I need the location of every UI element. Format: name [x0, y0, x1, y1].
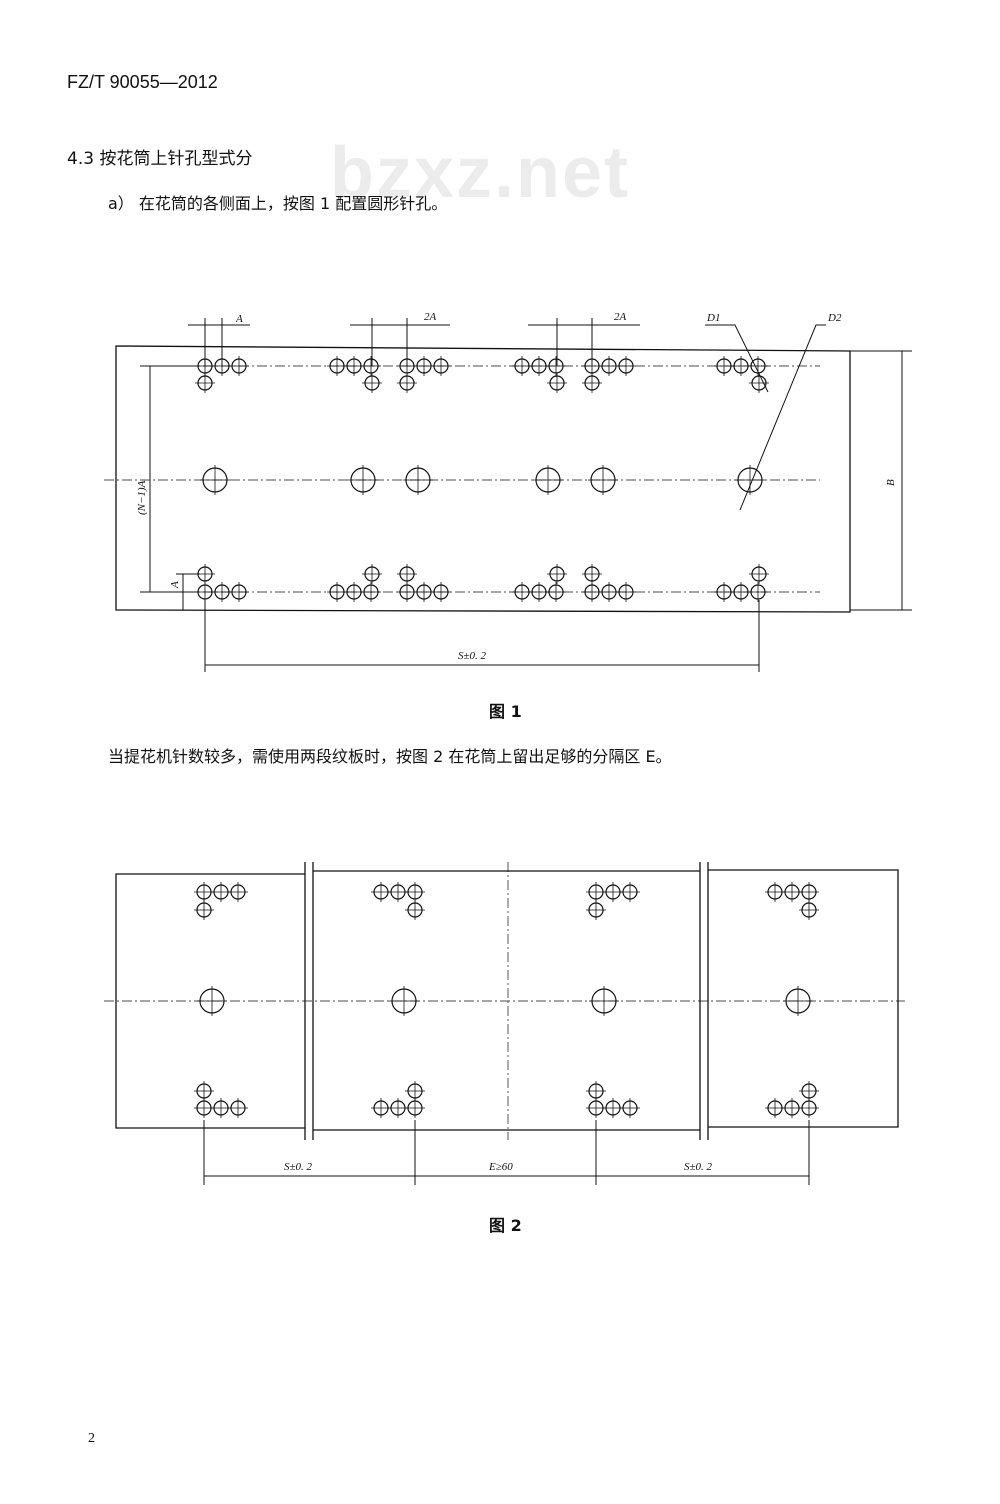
label-s-right: S±0. 2	[684, 1161, 713, 1173]
label-b: B	[885, 479, 897, 486]
small-pin-hole	[213, 1100, 229, 1116]
small-pin-hole	[784, 1100, 800, 1116]
small-pin-hole	[801, 902, 817, 918]
small-pin-hole	[373, 1100, 389, 1116]
list-item-a: a） 在花筒的各侧面上，按图 1 配置圆形针孔。	[108, 194, 448, 213]
small-pin-hole	[196, 1083, 212, 1099]
small-pin-hole	[801, 1100, 817, 1116]
label-d1: D1	[706, 312, 720, 324]
small-pin-hole	[767, 884, 783, 900]
small-pin-hole	[801, 1083, 817, 1099]
page-number: 2	[88, 1431, 95, 1446]
small-pin-hole	[801, 884, 817, 900]
small-pin-hole	[196, 902, 212, 918]
label-s-left: S±0. 2	[284, 1161, 313, 1173]
small-pin-hole	[605, 1100, 621, 1116]
drum-panel-outline	[115, 345, 851, 613]
small-pin-hole	[373, 884, 389, 900]
label-a-left: A	[169, 581, 181, 589]
small-pin-hole	[784, 884, 800, 900]
small-pin-hole	[407, 902, 423, 918]
small-pin-hole	[213, 884, 229, 900]
figure-1-caption: 图 1	[489, 702, 522, 721]
small-pin-hole	[390, 884, 406, 900]
small-pin-hole	[407, 1083, 423, 1099]
small-pin-hole	[767, 1100, 783, 1116]
figure-1-drawing: A 2A 2A D1 D2 (N−1)A B A S±0. 2	[104, 311, 912, 672]
small-pin-hole	[230, 884, 246, 900]
label-d2: D2	[827, 312, 842, 324]
large-pin-hole	[391, 988, 417, 1014]
figure-2-caption: 图 2	[489, 1216, 522, 1235]
small-pin-hole	[196, 884, 212, 900]
large-pin-hole	[591, 988, 617, 1014]
small-pin-hole	[622, 884, 638, 900]
label-2a-2: 2A	[614, 311, 627, 323]
small-pin-hole	[390, 1100, 406, 1116]
small-pin-hole	[588, 902, 604, 918]
small-pin-hole	[196, 1100, 212, 1116]
label-e: E≥60	[488, 1161, 513, 1173]
small-pin-hole	[605, 884, 621, 900]
small-pin-hole	[588, 1100, 604, 1116]
small-pin-hole	[230, 1100, 246, 1116]
section-title: 4.3 按花筒上针孔型式分	[67, 149, 253, 169]
standard-code: FZ/T 90055—2012	[67, 72, 218, 92]
small-pin-hole	[588, 1083, 604, 1099]
watermark: bzxz.net	[330, 133, 631, 213]
label-a-top: A	[235, 313, 243, 325]
small-pin-hole	[588, 884, 604, 900]
large-pin-hole	[199, 988, 225, 1014]
small-pin-hole	[407, 1100, 423, 1116]
label-2a-1: 2A	[424, 311, 437, 323]
large-pin-hole	[785, 988, 811, 1014]
label-n-minus-1-a: (N−1)A	[136, 480, 148, 515]
body-paragraph: 当提花机针数较多，需使用两段纹板时，按图 2 在花筒上留出足够的分隔区 E。	[108, 747, 672, 766]
small-pin-hole	[622, 1100, 638, 1116]
label-s: S±0. 2	[458, 650, 487, 662]
small-pin-hole	[407, 884, 423, 900]
